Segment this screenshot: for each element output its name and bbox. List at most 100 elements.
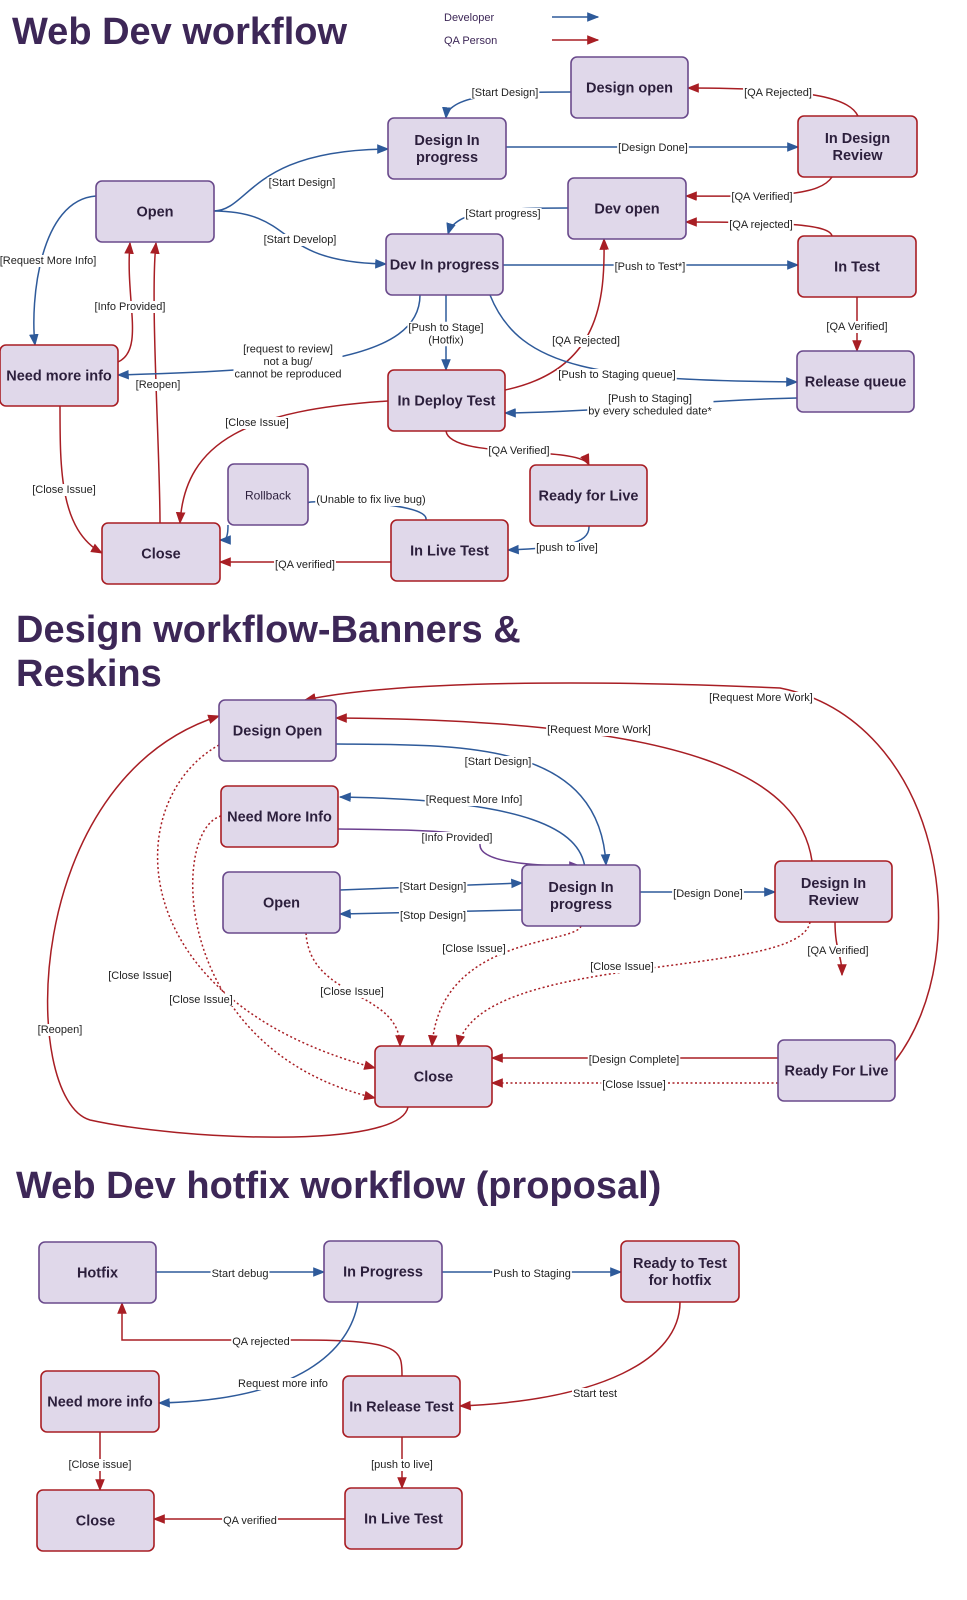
node-dw-need-more-info: Need More Info (220, 785, 339, 848)
edge-label: [Close Issue] (602, 1079, 666, 1091)
node-box (323, 1240, 443, 1303)
edge-dw-need-more-info-to-dw-close (192, 815, 377, 1101)
node-box (101, 522, 221, 585)
node-box (777, 1039, 896, 1102)
edge-label-background (398, 881, 468, 893)
node-box (796, 350, 915, 413)
edge-label-background (210, 1268, 270, 1280)
node-label: Dev In progress (390, 258, 500, 274)
edge-label: [QA Verified] (731, 191, 792, 203)
node-box (387, 117, 507, 180)
edge-label: (Unable to fix live bug) (316, 494, 425, 506)
edge-label-background (233, 343, 343, 381)
node-box (0, 344, 119, 407)
edge-label: Request more info (238, 1378, 328, 1390)
edge-label-background (825, 321, 889, 333)
node-wd-close: Close (101, 522, 221, 585)
edge-dw-design-in-progress-to-dw-need-more-info (338, 792, 586, 869)
node-dw-design-open: Design Open (218, 699, 337, 762)
node-box (38, 1241, 157, 1304)
edge-label: [push to live] (371, 1459, 433, 1471)
edge-label-background (470, 87, 540, 99)
edge-label: Start test (573, 1388, 617, 1400)
edge-label: [QA Verified] (826, 321, 887, 333)
edge-label-background (589, 961, 655, 973)
edge-label-background (231, 1336, 291, 1348)
edge-label: [Design Done] (673, 888, 743, 900)
node-box (797, 115, 918, 178)
node-box (36, 1489, 155, 1552)
edges-layer (29, 83, 940, 1524)
edge-label-background (463, 756, 533, 768)
edge-label-background (31, 484, 97, 496)
section-title-hotfix: Web Dev hotfix workflow (proposal) (16, 1165, 661, 1207)
edge-label: [Push to Stage](Hotfix) (408, 322, 483, 347)
edge-label: [Start Design] (465, 756, 532, 768)
node-label: Ready For Live (785, 1064, 889, 1080)
edge-label: [Close Issue] (108, 970, 172, 982)
edge-label-background (398, 910, 468, 922)
edge-label-background (134, 379, 182, 391)
edge-hf-in-release-test-to-hf-hotfix (117, 1301, 403, 1377)
edge-label-background (601, 1079, 667, 1091)
node-hf-in-progress: In Progress (323, 1240, 443, 1303)
edge-label: [QA Verified] (488, 445, 549, 457)
node-label: In Deploy Test (397, 394, 495, 410)
edge-label: [QA Rejected] (744, 87, 812, 99)
node-label: Design Open (233, 724, 322, 740)
edge-label-background (728, 219, 794, 231)
edge-hf-ready-to-test-to-hf-in-release-test (458, 1301, 681, 1411)
edge-label: [Request More Info] (0, 255, 96, 267)
node-label: Close (76, 1514, 116, 1530)
node-box (390, 519, 509, 582)
node-box (385, 233, 504, 296)
node-box (40, 1370, 160, 1433)
node-box (521, 864, 641, 927)
node-dw-close: Close (374, 1045, 493, 1108)
edge-dw-design-open-to-dw-close (156, 744, 377, 1070)
legend: Developer QA Person (444, 12, 600, 47)
node-hf-need-more-info: Need more info (40, 1370, 160, 1433)
edge-wd-dev-in-progress-to-wd-release-queue (489, 294, 799, 387)
edge-wd-open-to-wd-need-more-info (29, 195, 97, 347)
node-box (570, 56, 689, 119)
edge-wd-in-deploy-test-to-wd-dev-open (504, 237, 609, 391)
edge-label-background (464, 208, 542, 220)
edge-label: [push to live] (536, 542, 598, 554)
node-box (227, 463, 309, 526)
node-wd-open: Open (95, 180, 215, 243)
node-dw-open: Open (222, 871, 341, 934)
node-label: Need More Info (227, 810, 332, 826)
edge-label-background (67, 1459, 133, 1471)
edge-label-background (407, 321, 485, 347)
edge-label: [Info Provided] (95, 301, 166, 313)
node-box (218, 699, 337, 762)
edge-label-background (806, 945, 870, 957)
edge-label-background (672, 888, 744, 900)
edge-label: [Request More Work] (547, 724, 651, 736)
edge-dw-design-in-review-to-dw-close (455, 921, 811, 1048)
edge-label-background (617, 142, 689, 154)
edge-label-background (487, 445, 551, 457)
edge-dw-close-to-dw-design-open (46, 714, 409, 1138)
edge-label: [Start progress] (465, 208, 540, 220)
node-box (220, 785, 339, 848)
edge-label: [Design Done] (618, 142, 688, 154)
node-label: Close (141, 547, 181, 563)
edge-label: [Start Develop] (264, 234, 337, 246)
node-box (774, 860, 893, 923)
edge-label-background (93, 301, 167, 313)
edge-label-background (420, 832, 494, 844)
node-wd-release-queue: Release queue (796, 350, 915, 413)
edge-label: QA rejected (232, 1336, 289, 1348)
edge-wd-need-more-info-to-wd-open (117, 241, 134, 363)
edge-dw-ready-for-live-to-dw-design-open (303, 682, 940, 1062)
edge-label-background (315, 494, 427, 506)
node-hf-in-live-test: In Live Test (344, 1487, 463, 1550)
edge-wd-close-to-wd-open (150, 241, 161, 524)
